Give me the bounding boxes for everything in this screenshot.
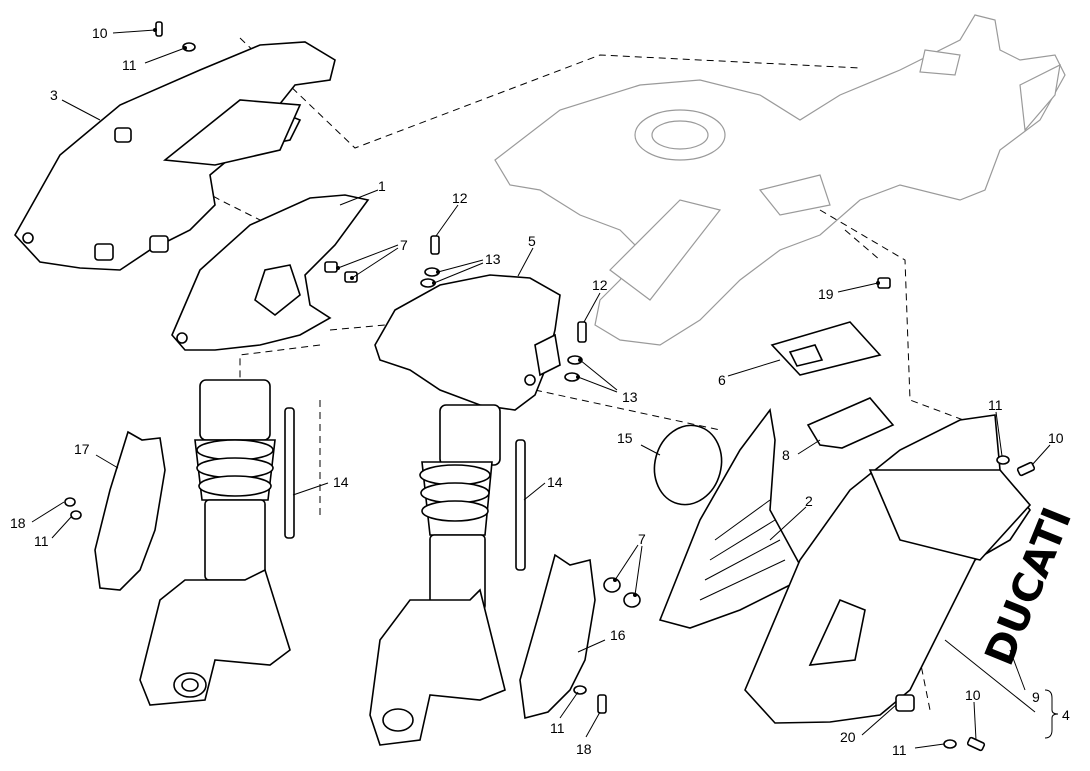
part-17-fork-guard-left xyxy=(64,430,166,591)
callout-11: 11 xyxy=(892,742,907,758)
fork-leg-left xyxy=(139,379,291,706)
callout-13: 13 xyxy=(485,251,501,267)
callout-5: 5 xyxy=(528,233,536,249)
callout-8: 8 xyxy=(782,447,790,463)
part-20-clip xyxy=(895,694,915,712)
callout-14: 14 xyxy=(547,474,563,490)
callout-12: 12 xyxy=(592,277,608,293)
callout-6: 6 xyxy=(718,372,726,388)
frame-assembly xyxy=(494,14,1066,346)
leader-lines xyxy=(31,29,1051,749)
callout-19: 19 xyxy=(818,286,834,302)
callout-10: 10 xyxy=(1048,430,1064,446)
callout-7: 7 xyxy=(400,237,408,253)
part-5-front-mudguard xyxy=(374,274,561,411)
callout-1: 1 xyxy=(378,178,386,194)
part-14-fork-tube-left xyxy=(284,407,295,539)
callout-16: 16 xyxy=(610,627,626,643)
callout-11: 11 xyxy=(550,720,565,736)
callout-7: 7 xyxy=(638,531,646,547)
callout-14: 14 xyxy=(333,474,349,490)
part-16-fork-guard-right xyxy=(519,553,607,720)
callout-labels: 10 11 3 1 12 7 13 5 12 13 19 6 11 10 15 … xyxy=(10,25,1070,758)
part-15-seal-ring xyxy=(653,424,723,506)
fork-leg-right xyxy=(369,404,506,746)
callout-20: 20 xyxy=(840,729,856,745)
part-8-pad xyxy=(806,397,895,449)
leader-dots xyxy=(153,28,880,597)
callout-4: 4 xyxy=(1062,707,1070,723)
part-2-inner-panel xyxy=(603,408,801,629)
callout-10: 10 xyxy=(92,25,108,41)
callout-18: 18 xyxy=(10,515,26,531)
callout-11: 11 xyxy=(122,57,137,73)
part-3-front-fairing xyxy=(14,41,336,271)
callout-13: 13 xyxy=(622,389,638,405)
callout-12: 12 xyxy=(452,190,468,206)
callout-11: 11 xyxy=(34,533,49,549)
callout-18: 18 xyxy=(576,741,592,757)
callout-11: 11 xyxy=(988,397,1003,413)
callout-15: 15 xyxy=(617,430,633,446)
callout-2: 2 xyxy=(805,493,813,509)
callout-3: 3 xyxy=(50,87,58,103)
callout-9: 9 xyxy=(1032,689,1040,705)
brace-9-4 xyxy=(1044,689,1059,739)
part-4-side-panel xyxy=(744,414,1036,752)
part-14-fork-tube-right xyxy=(515,439,526,571)
part-1-cover xyxy=(171,194,370,351)
callout-10: 10 xyxy=(965,687,981,703)
callout-17: 17 xyxy=(74,441,90,457)
part-6-label-card xyxy=(770,321,882,376)
